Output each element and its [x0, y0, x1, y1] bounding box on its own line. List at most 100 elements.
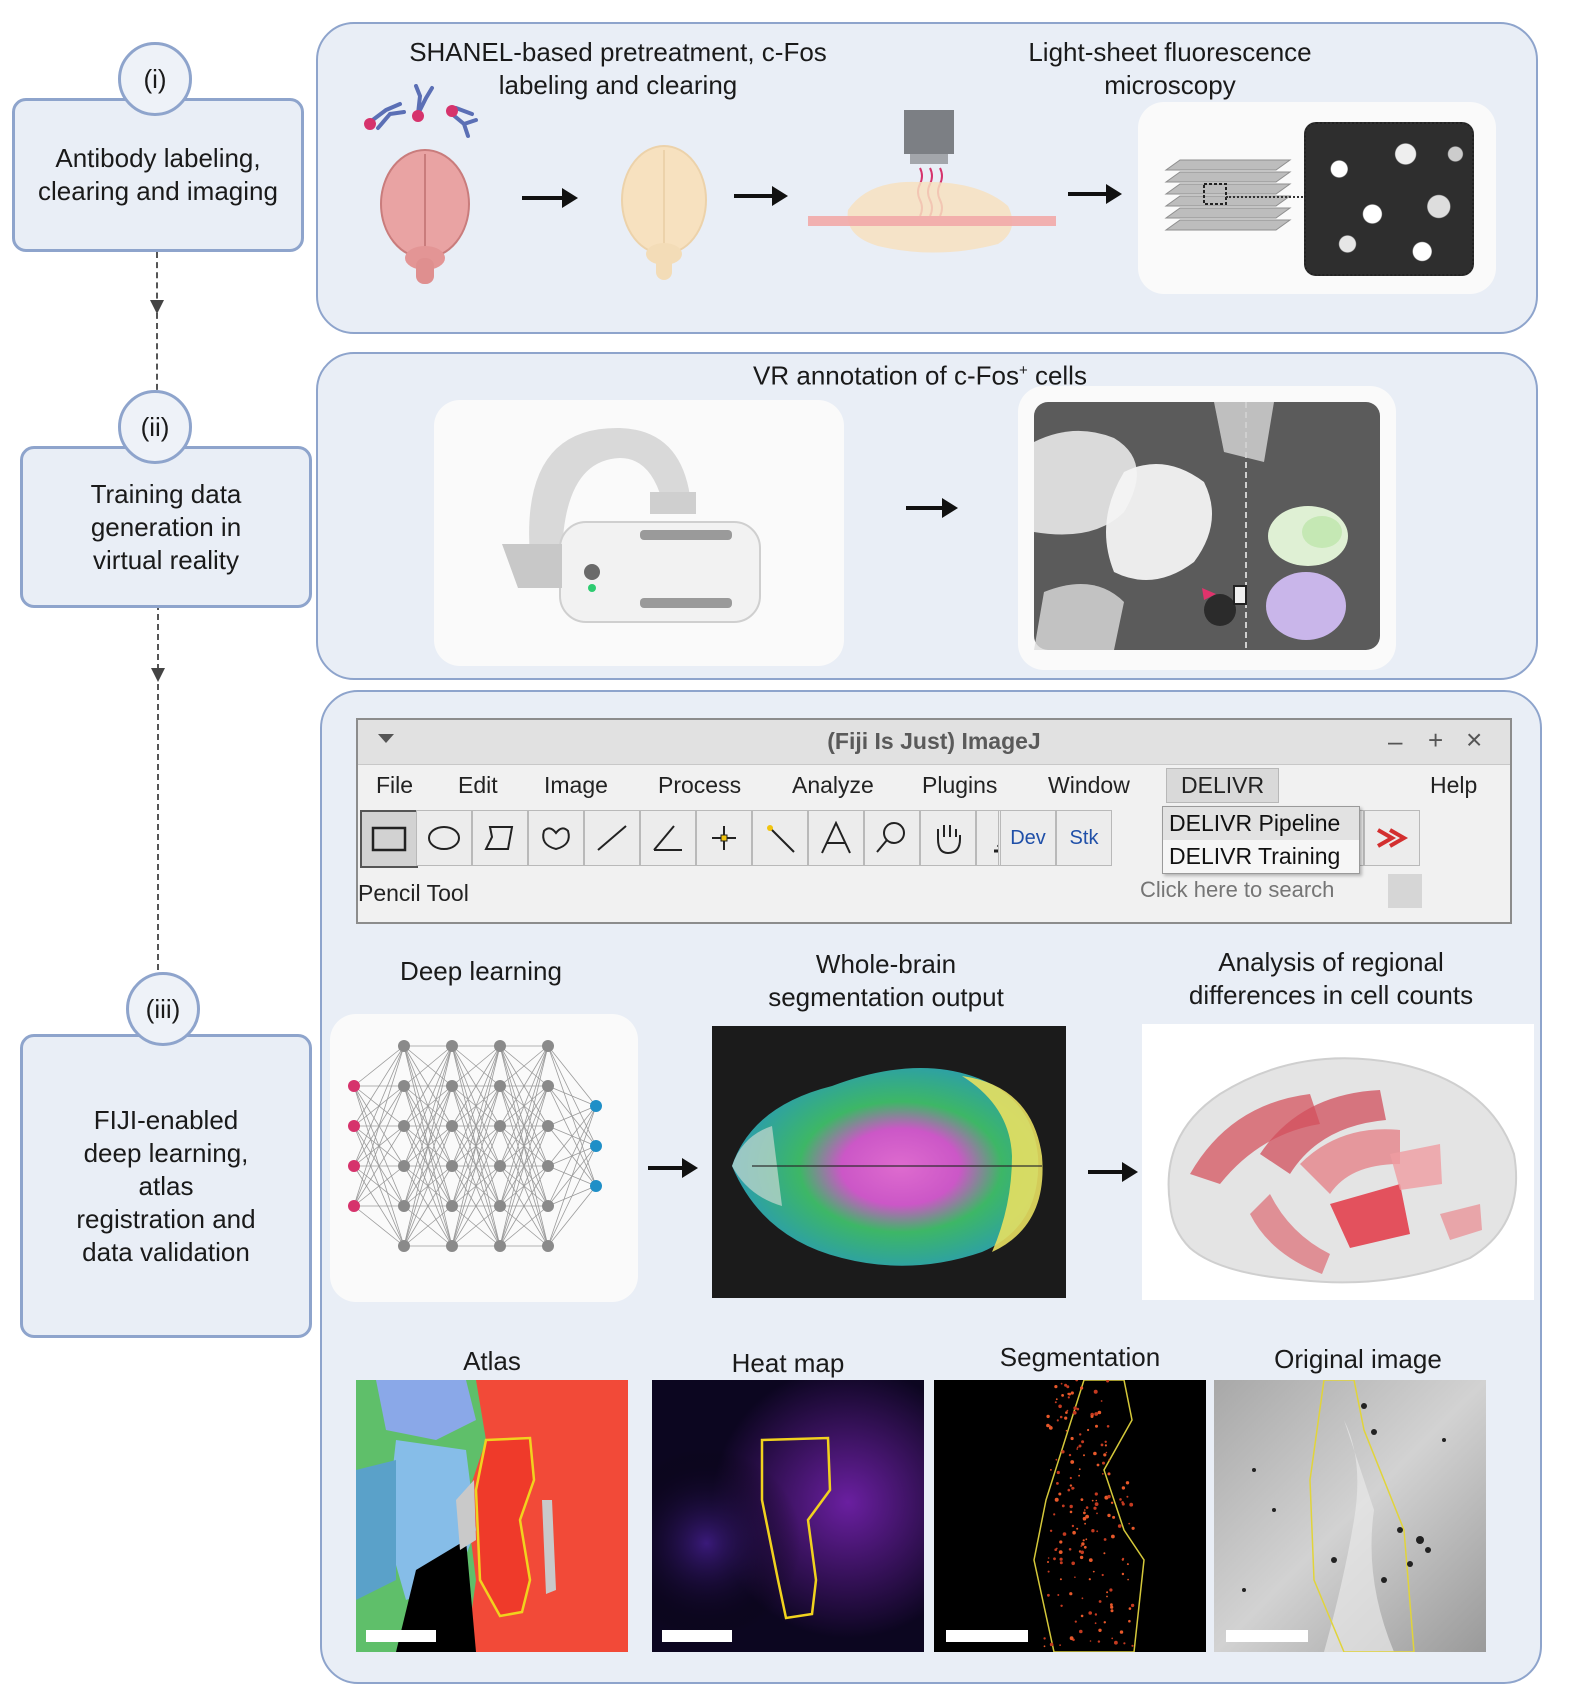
- segmented-cell-dot: [1096, 1463, 1100, 1467]
- menu-file[interactable]: File: [376, 772, 414, 798]
- segmented-cell-dot: [1061, 1450, 1065, 1454]
- segmented-cell-dot: [1092, 1570, 1095, 1573]
- text-tool[interactable]: [808, 810, 864, 866]
- hidden-node: [446, 1160, 458, 1172]
- menu-analyze[interactable]: Analyze: [792, 772, 874, 798]
- minimize-button[interactable]: –: [1388, 726, 1403, 756]
- status-text: Pencil Tool: [358, 880, 469, 906]
- segmented-cell-dot: [1076, 1527, 1079, 1530]
- network-edge: [353, 1045, 405, 1127]
- vr-headset-illustration: [502, 427, 761, 623]
- segmentation-label: Segmentation: [999, 1342, 1161, 1372]
- network-edge: [547, 1105, 597, 1167]
- network-edge: [499, 1165, 549, 1247]
- network-edge: [451, 1045, 501, 1247]
- network-edge: [403, 1045, 453, 1207]
- segmented-cell-dot: [1085, 1506, 1089, 1509]
- menu-help[interactable]: Help: [1430, 772, 1478, 798]
- segmented-cell-dot: [1064, 1383, 1068, 1387]
- hand-tool[interactable]: [920, 810, 976, 866]
- menu-process[interactable]: Process: [658, 772, 742, 798]
- maximize-button[interactable]: +: [1428, 725, 1444, 755]
- more-tools-button[interactable]: [1364, 810, 1420, 866]
- menu-item-delivr-pipeline[interactable]: DELIVR Pipeline: [1163, 807, 1359, 840]
- close-button[interactable]: ×: [1466, 724, 1483, 755]
- segmented-cell-dot: [1103, 1552, 1106, 1555]
- oval-tool[interactable]: [416, 810, 472, 866]
- segmented-cell-dot: [1080, 1498, 1084, 1501]
- segmented-cell-dot: [1054, 1401, 1057, 1404]
- segmented-cell-dot: [1070, 1391, 1074, 1395]
- menu-item-delivr-training[interactable]: DELIVR Training: [1169, 843, 1341, 869]
- segmented-cell-dot: [1098, 1628, 1102, 1632]
- step-1-number: (i): [118, 42, 192, 116]
- hidden-node: [398, 1080, 410, 1092]
- line-tool[interactable]: [584, 810, 640, 866]
- segmented-cell-dot: [1094, 1492, 1098, 1496]
- segmented-cell-dot: [1043, 1637, 1046, 1640]
- segmented-cell-dot: [1061, 1394, 1064, 1397]
- search-button[interactable]: [1388, 874, 1422, 908]
- network-edge: [403, 1205, 453, 1247]
- stack-tools-button[interactable]: Stk: [1056, 810, 1112, 866]
- segmented-cell-dot: [1108, 1459, 1110, 1461]
- network-edge: [403, 1045, 453, 1127]
- heat-map-scale-bar: [662, 1630, 732, 1642]
- freehand-tool[interactable]: [528, 810, 584, 866]
- segmented-cell-dot: [1119, 1498, 1122, 1501]
- segmented-cell-dot: [1110, 1605, 1114, 1609]
- wand-tool[interactable]: [752, 810, 808, 866]
- network-edge: [547, 1105, 597, 1207]
- input-node: [348, 1120, 360, 1132]
- segmented-cell-dot: [1053, 1557, 1056, 1561]
- dev-tools-button[interactable]: Dev: [1000, 810, 1056, 866]
- segmented-cell-dot: [1091, 1529, 1095, 1533]
- segmented-cell-dot: [1130, 1603, 1135, 1608]
- hidden-node: [494, 1080, 506, 1092]
- magic-wand-icon: [767, 825, 795, 853]
- menu-edit[interactable]: Edit: [458, 772, 498, 798]
- rectangle-tool[interactable]: [360, 810, 418, 868]
- segmented-cell-dot: [1080, 1386, 1084, 1390]
- step-2-box: Training data generation in virtual real…: [20, 446, 312, 608]
- segmented-cell-dot: [1060, 1382, 1063, 1385]
- step-3-number: (iii): [126, 972, 200, 1046]
- segmented-cell-dot: [1083, 1454, 1085, 1457]
- segmented-cell-dot: [1106, 1380, 1110, 1383]
- segmented-cell-dot: [1094, 1622, 1097, 1625]
- menu-image[interactable]: Image: [544, 772, 608, 798]
- segmented-cell-dot: [1059, 1415, 1063, 1419]
- segmented-cell-dot: [1123, 1642, 1126, 1645]
- point-tool[interactable]: [696, 810, 752, 866]
- segmented-cell-dot: [1057, 1594, 1060, 1596]
- segmented-cell-dot: [1100, 1400, 1103, 1402]
- segmented-cell-dot: [1069, 1592, 1073, 1596]
- brain-cleared-icon: [621, 145, 707, 280]
- segmented-cell-dot: [1094, 1502, 1099, 1506]
- vr-title-sup: +: [1018, 362, 1028, 379]
- zoom-tool[interactable]: [864, 810, 920, 866]
- polygon-tool[interactable]: [472, 810, 528, 866]
- segmented-cell-dot: [1128, 1522, 1131, 1525]
- segmented-cell-dot: [1109, 1588, 1113, 1592]
- segmentation-thumbnail: [934, 1380, 1206, 1652]
- window-menu-chevron-icon[interactable]: [378, 734, 394, 743]
- menu-delivr[interactable]: DELIVR: [1166, 768, 1280, 803]
- atlas-scale-bar: [366, 1630, 436, 1642]
- freehand-icon: [542, 827, 570, 851]
- angle-tool[interactable]: [640, 810, 696, 866]
- network-edge: [353, 1045, 405, 1207]
- segmented-cell-dot: [1107, 1494, 1111, 1499]
- menu-window[interactable]: Window: [1048, 772, 1130, 798]
- search-input[interactable]: [1138, 870, 1382, 910]
- hidden-node: [446, 1080, 458, 1092]
- network-edge: [451, 1165, 501, 1247]
- menu-plugins[interactable]: Plugins: [922, 772, 998, 798]
- segmented-cell-dot: [1111, 1637, 1114, 1640]
- segmented-cell-dot: [1107, 1472, 1111, 1476]
- segmented-cell-dot: [1098, 1600, 1102, 1603]
- input-node: [348, 1080, 360, 1092]
- delivr-dropdown-menu: DELIVR Pipeline DELIVR Training: [1162, 806, 1360, 874]
- segmented-cell-dot: [1055, 1398, 1058, 1401]
- segmented-cell-dot: [1055, 1547, 1058, 1550]
